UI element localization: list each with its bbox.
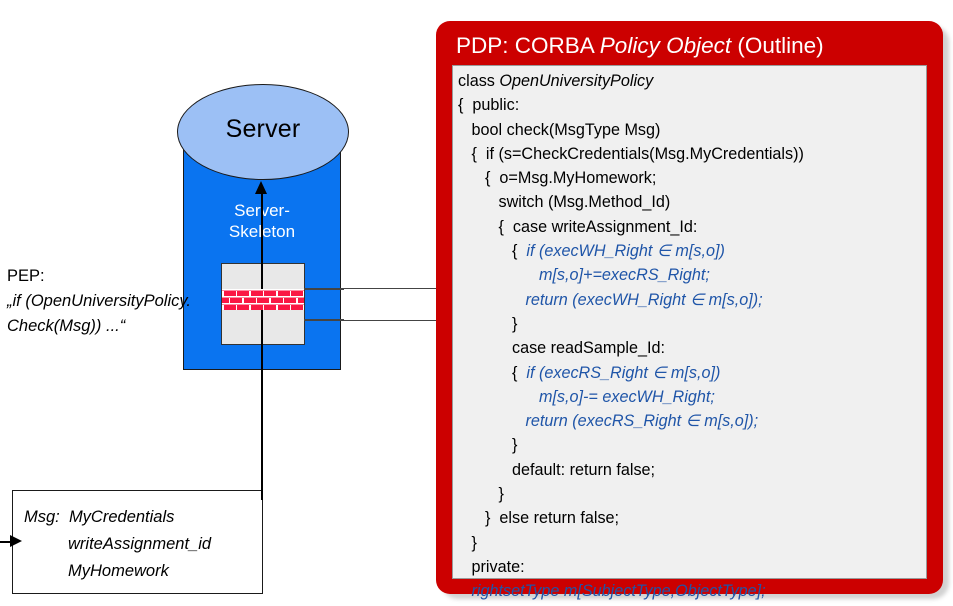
pdp-title-suffix: (Outline) — [731, 33, 824, 58]
code-token-highlight: if (execWH_Right ∈ m[s,o]) — [517, 242, 725, 261]
code-line: } — [458, 485, 504, 504]
brick-mortar-line — [289, 290, 291, 296]
code-line: { public: — [458, 96, 520, 115]
pdp-title-prefix: PDP: CORBA — [456, 33, 600, 58]
code-token-highlight: if (execRS_Right ∈ m[s,o]) — [517, 363, 721, 382]
pdp-code-area — [452, 65, 927, 579]
brick-mortar-line — [249, 304, 251, 310]
msg-field-0: MyCredentials — [68, 508, 175, 526]
code-line: switch (Msg.Method_Id) — [458, 193, 671, 212]
pdp-code-listing: class OpenUniversityPolicy { public: bool… — [458, 69, 928, 606]
code-token-highlight: m[s,o]+=execRS_Right; — [458, 266, 710, 285]
code-token-highlight: rightsetType m[SubjectType,ObjectType]; — [458, 582, 766, 601]
brick-mortar-line — [296, 297, 298, 303]
server-ellipse — [177, 84, 349, 180]
incoming-msg-arrow-icon — [10, 535, 22, 547]
code-line: } — [458, 533, 477, 552]
server-label: Server — [225, 115, 301, 143]
pep-quote-line1: „if (OpenUniversityPolicy. — [7, 292, 191, 310]
code-line: m[s,o]+=execRS_Right; — [458, 263, 928, 287]
code-line: bool check(MsgType Msg) — [458, 120, 661, 139]
code-token: { — [458, 363, 518, 382]
msg-field-2: MyHomework — [68, 562, 169, 580]
code-line: case readSample_Id: — [458, 339, 665, 358]
code-token-italic: OpenUniversityPolicy — [499, 72, 654, 90]
brick-mortar-line — [269, 297, 271, 303]
connector-stub-top — [304, 288, 344, 290]
code-line: return (execRS_Right ∈ m[s,o]); — [458, 409, 928, 433]
msg-box — [12, 490, 263, 594]
brick-mortar-line — [222, 290, 224, 296]
msg-box-content: Msg: MyCredentials writeAssignment_id My… — [24, 504, 264, 585]
brick-mortar-line — [249, 290, 251, 296]
code-line: } — [458, 314, 518, 333]
code-token: class — [458, 72, 500, 90]
code-line: { if (execRS_Right ∈ m[s,o]) — [458, 361, 928, 385]
code-token-highlight: return (execRS_Right ∈ m[s,o]); — [458, 412, 759, 431]
brick-wall-firewall-icon — [222, 289, 304, 310]
brick-mortar-line — [262, 304, 264, 310]
connector-stub-bottom — [304, 319, 344, 321]
brick-mortar-line — [289, 304, 291, 310]
code-line: { if (execWH_Right ∈ m[s,o]) — [458, 239, 928, 263]
brick-mortar-line — [228, 297, 231, 303]
code-line: rightsetType m[SubjectType,ObjectType]; — [458, 579, 928, 603]
msg-to-server-arrow-line — [261, 190, 263, 500]
brick-mortar-line — [235, 290, 237, 296]
brick-mortar-line — [303, 290, 304, 296]
code-line: default: return false; — [458, 460, 656, 479]
msg-box-label: Msg: — [24, 508, 60, 526]
pep-quote-line2: Check(Msg)) ...“ — [7, 317, 126, 335]
code-line: class OpenUniversityPolicy — [458, 69, 928, 93]
code-line: private: — [458, 557, 525, 576]
code-line: { o=Msg.MyHomework; — [458, 169, 657, 188]
brick-mortar-line — [222, 304, 224, 310]
firewall-box-outline — [221, 263, 305, 345]
pep-title: PEP: — [7, 267, 45, 285]
code-line: } else return false; — [458, 509, 620, 528]
code-line: } — [458, 436, 518, 455]
brick-mortar-line — [255, 297, 258, 303]
code-line: return (execWH_Right ∈ m[s,o]); — [458, 288, 928, 312]
code-line: m[s,o]-= execWH_Right; — [458, 385, 928, 409]
brick-mortar-line — [235, 304, 237, 310]
code-token: { — [458, 242, 518, 261]
code-line: { case writeAssignment_Id: — [458, 217, 698, 236]
code-line: { if (s=CheckCredentials(Msg.MyCredentia… — [458, 144, 804, 163]
pdp-panel-title: PDP: CORBA Policy Object (Outline) — [456, 33, 936, 59]
brick-mortar-line — [276, 304, 278, 310]
brick-mortar-line — [262, 290, 264, 296]
brick-mortar-line — [303, 304, 304, 310]
code-token-highlight: m[s,o]-= execWH_Right; — [458, 387, 715, 406]
pdp-title-italic: Policy Object — [599, 33, 732, 58]
msg-field-1: writeAssignment_id — [68, 535, 212, 553]
brick-mortar-line — [282, 297, 285, 303]
incoming-msg-arrow-line — [0, 541, 14, 543]
pep-annotation: PEP: „if (OpenUniversityPolicy. Check(Ms… — [7, 264, 222, 339]
msg-to-server-arrow-icon — [255, 181, 267, 194]
code-token-highlight: return (execWH_Right ∈ m[s,o]); — [458, 290, 763, 309]
msg-box-label-row: Msg: MyCredentials — [24, 504, 264, 531]
brick-mortar-line — [276, 290, 278, 296]
brick-mortar-line — [242, 297, 244, 303]
